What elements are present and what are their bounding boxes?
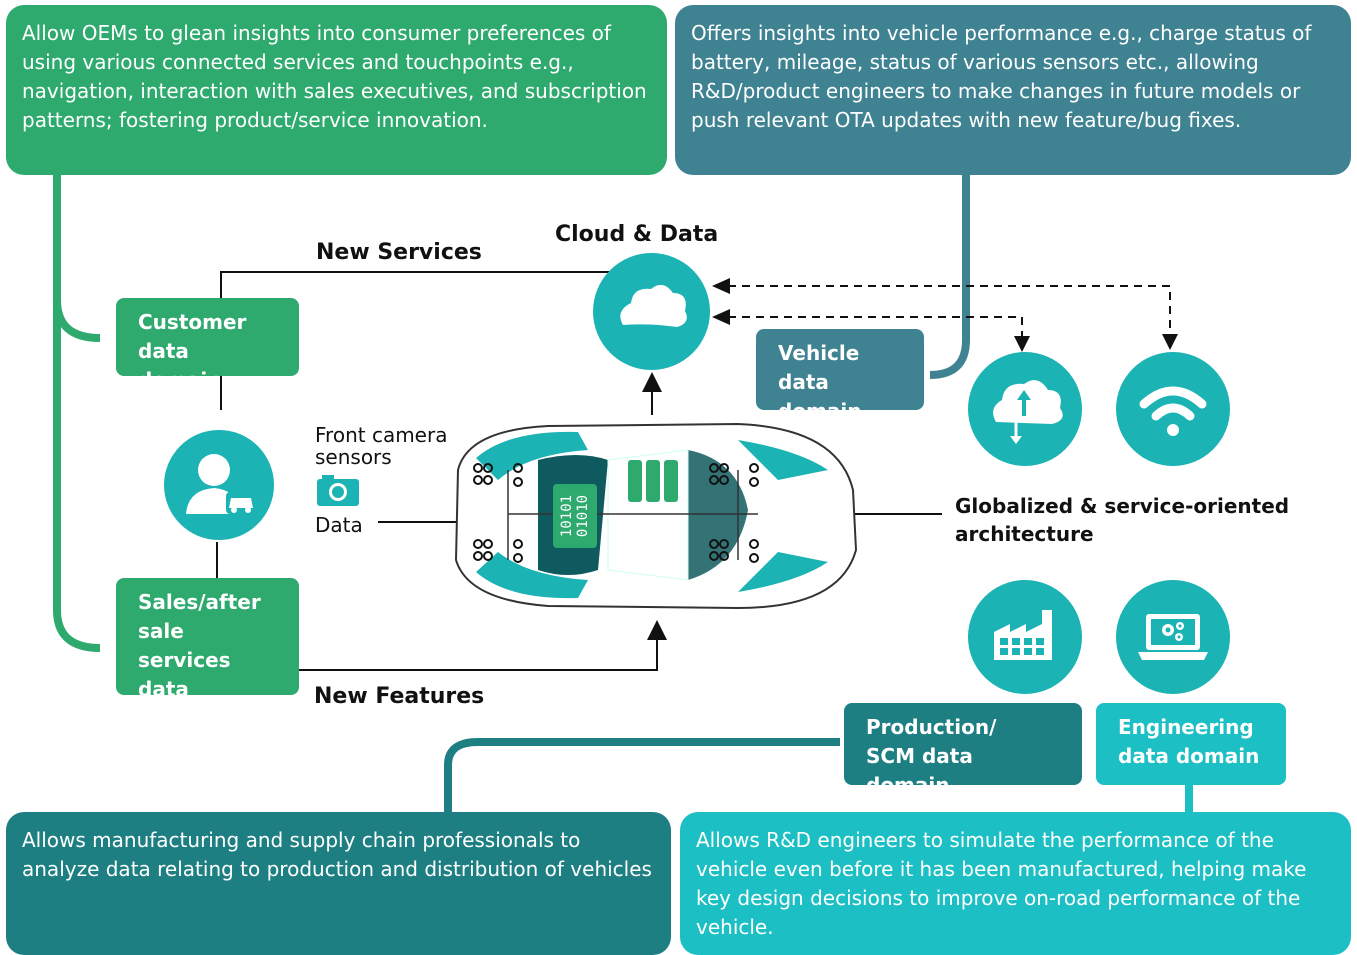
engineering-data-domain: Engineering data domain xyxy=(1096,703,1286,785)
vehicle-insights-box: Offers insights into vehicle performance… xyxy=(675,5,1351,175)
vehicle-data-domain: Vehicle data domain xyxy=(756,329,924,423)
front-camera-label: Front camera sensors xyxy=(315,423,448,469)
architecture-label: Globalized & service-oriented architectu… xyxy=(955,494,1290,546)
car-topview-icon xyxy=(454,422,858,610)
production-data-domain: Production/ SCM data domain xyxy=(844,703,1082,797)
factory-icon xyxy=(994,610,1052,660)
engineering-insights-box: Allows R&D engineers to simulate the per… xyxy=(680,812,1351,955)
binary-text: 10101 01010 xyxy=(559,494,591,538)
consumer-insights-text: Allow OEMs to glean insights into consum… xyxy=(22,21,647,132)
cloud-icon xyxy=(620,284,687,327)
new-services-label: New Services xyxy=(316,240,482,265)
sales-data-domain: Sales/after sale services data domain xyxy=(116,578,299,730)
cloud-data-label: Cloud & Data xyxy=(555,222,719,247)
cloud-sync-icon-circle xyxy=(968,352,1082,466)
wifi-icon-circle xyxy=(1116,352,1230,466)
vehicle-insights-text: Offers insights into vehicle performance… xyxy=(691,21,1312,132)
laptop-gears-icon-circle xyxy=(1116,580,1230,694)
consumer-insights-box: Allow OEMs to glean insights into consum… xyxy=(6,5,667,175)
user-car-icon-circle xyxy=(164,430,274,540)
engineering-insights-text: Allows R&D engineers to simulate the per… xyxy=(696,828,1307,939)
cloud-sync-icon xyxy=(993,380,1063,444)
laptop-gears-icon xyxy=(1138,614,1208,660)
wifi-icon xyxy=(1139,386,1207,436)
manufacturing-insights-text: Allows manufacturing and supply chain pr… xyxy=(22,828,652,881)
data-label: Data xyxy=(315,513,363,537)
customer-data-domain: Customer data domain xyxy=(116,298,299,392)
camera-icon xyxy=(317,475,359,506)
binary-chip: 10101 01010 xyxy=(553,484,597,548)
new-features-label: New Features xyxy=(314,684,485,709)
manufacturing-insights-box: Allows manufacturing and supply chain pr… xyxy=(6,812,671,955)
cloud-data-icon-circle xyxy=(593,253,710,370)
factory-icon-circle xyxy=(968,580,1082,694)
user-car-icon xyxy=(186,454,256,514)
